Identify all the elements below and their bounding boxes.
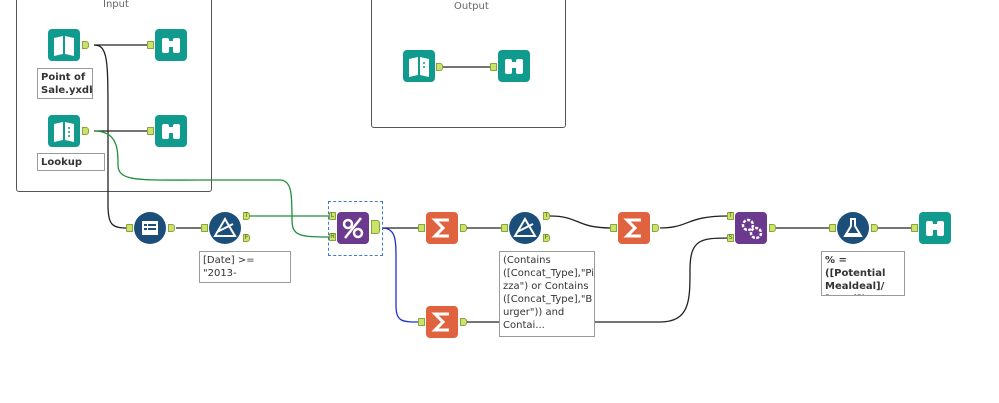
anchor-in[interactable] [418, 318, 425, 326]
anchor-right[interactable]: R [329, 233, 336, 241]
gears-icon [741, 218, 763, 240]
select-tool[interactable] [134, 212, 166, 244]
anchor-right-label: R [330, 234, 335, 240]
binoculars-icon [162, 38, 180, 53]
wire-lookup-join[interactable] [93, 130, 331, 238]
book-icon [54, 36, 74, 56]
anchor-out[interactable] [652, 224, 659, 232]
binoculars-icon [505, 59, 523, 74]
container-output-title: Output [454, 1, 489, 12]
anchor-out[interactable] [82, 41, 89, 49]
input-tool-lookup[interactable] [48, 115, 80, 147]
anchor-join-out[interactable] [371, 220, 380, 234]
binoculars-icon [926, 221, 944, 236]
output-browse-tool[interactable] [498, 50, 530, 82]
container-input-title: Input [103, 0, 129, 10]
anchor-source-label: S [728, 235, 733, 241]
anchor-in[interactable] [610, 224, 617, 232]
annotation-formula: % = ([Potential Mealdeal]/ [Total])*100 [821, 251, 905, 296]
formula-tool[interactable] [837, 212, 869, 244]
browse-tool-final[interactable] [919, 212, 951, 244]
anchor-left-label: L [330, 213, 335, 219]
wire-sum2-append[interactable] [464, 237, 729, 323]
anchor-true-label: T [244, 213, 249, 219]
percent-join-icon [342, 217, 364, 239]
anchor-out[interactable] [168, 224, 175, 232]
summarize-tool-1[interactable] [426, 212, 458, 244]
anchor-in[interactable] [126, 224, 133, 232]
annotation-filter-date: [Date] >= "2013- 07-01" [199, 251, 291, 283]
wire-filter2-sum3[interactable] [549, 215, 613, 229]
delta-filter-icon [513, 217, 537, 237]
anchor-in[interactable] [201, 224, 208, 232]
annotation-lookup: Lookup Table [37, 153, 105, 171]
flask-icon [843, 218, 863, 237]
anchor-target[interactable]: T [727, 212, 734, 220]
annotation-pos: Point of Sale.yxdb [37, 68, 93, 99]
wire-join-sum2[interactable] [381, 227, 421, 323]
anchor-true[interactable]: T [543, 212, 550, 220]
anchor-in[interactable] [911, 224, 918, 232]
checkbox-list-icon [142, 221, 158, 235]
sigma-icon [623, 218, 641, 238]
wire-input-select[interactable] [93, 44, 129, 229]
anchor-in[interactable] [501, 224, 508, 232]
input-tool-pos[interactable] [48, 29, 80, 61]
summarize-tool-3[interactable] [618, 212, 650, 244]
anchor-out[interactable] [769, 224, 776, 232]
sigma-icon [431, 312, 449, 332]
anchor-target-label: T [728, 213, 733, 219]
delta-filter-icon [213, 217, 237, 237]
anchor-in[interactable] [147, 127, 154, 135]
filter-tool-2[interactable] [509, 212, 541, 244]
output-input-tool[interactable] [403, 50, 435, 82]
sigma-icon [431, 218, 449, 238]
annotation-filter-concat: (Contains ([Concat_Type],"Pi zza") or Co… [499, 251, 595, 337]
anchor-false[interactable]: F [243, 234, 250, 242]
anchor-out[interactable] [436, 63, 443, 71]
join-selection-box [328, 201, 383, 256]
anchor-in[interactable] [147, 41, 154, 49]
anchor-out[interactable] [460, 318, 467, 326]
anchor-in[interactable] [490, 63, 497, 71]
append-fields-tool[interactable] [735, 212, 767, 244]
summarize-tool-2[interactable] [426, 306, 458, 338]
anchor-false-label: F [244, 235, 249, 241]
anchor-in[interactable] [418, 224, 425, 232]
browse-tool-2[interactable] [155, 115, 187, 147]
book-icon [409, 57, 429, 77]
filter-tool-1[interactable] [209, 212, 241, 244]
anchor-true-label: T [544, 213, 549, 219]
join-tool[interactable] [337, 212, 369, 244]
book-icon [54, 122, 74, 142]
anchor-true[interactable]: T [243, 212, 250, 220]
anchor-false[interactable]: F [543, 234, 550, 242]
anchor-source[interactable]: S [727, 234, 734, 242]
anchor-out[interactable] [871, 224, 878, 232]
anchor-left[interactable]: L [329, 212, 336, 220]
wire-sum3-append[interactable] [659, 215, 729, 229]
anchor-false-label: F [544, 235, 549, 241]
anchor-out[interactable] [82, 127, 89, 135]
browse-tool-1[interactable] [155, 29, 187, 61]
anchor-in[interactable] [829, 224, 836, 232]
binoculars-icon [162, 124, 180, 139]
anchor-out[interactable] [460, 224, 467, 232]
